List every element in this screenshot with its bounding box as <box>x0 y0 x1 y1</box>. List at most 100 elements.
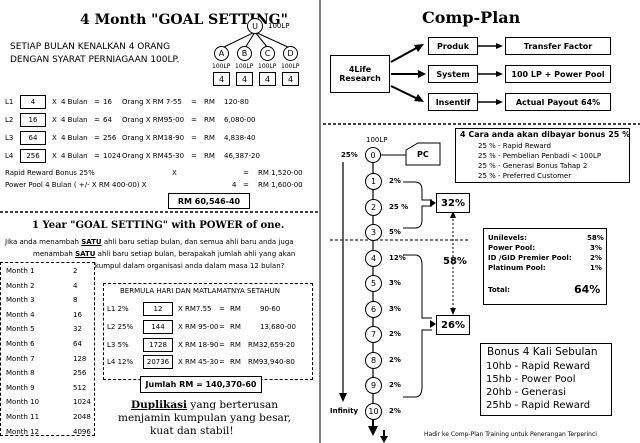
tree-leaf-count: 4 <box>282 72 299 86</box>
bonus-item: 15hb - Power Pool <box>486 374 576 385</box>
tree-node-lp: 100LP <box>235 63 254 70</box>
unilevel-label: Platinum Pool: <box>488 264 546 272</box>
row-rm: RM <box>204 152 215 160</box>
rapid-eq: = <box>243 169 249 177</box>
month-value: 64 <box>73 340 82 348</box>
daily-amount: 13,680-00 <box>260 323 296 331</box>
row-rm: RM <box>204 134 215 142</box>
row-box: 16 <box>20 113 46 127</box>
dup-line-2: menjamin kumpulan yang besar, <box>118 412 291 424</box>
month-label: Month 2 <box>6 281 35 290</box>
unilevel-value: 3% <box>590 244 602 252</box>
box-32: 32% <box>436 193 470 213</box>
para-line-2: menambah SATU ahli baru setiap bulan, be… <box>33 250 296 258</box>
dup-line-1: Duplikasi yang berterusan <box>131 399 278 411</box>
row-amount: 6,080-00 <box>224 116 256 124</box>
month-label: Month 8 <box>6 369 35 378</box>
daily-box: 20736 <box>143 355 173 369</box>
month-value: 2048 <box>73 413 91 421</box>
tree-root-node: U <box>247 18 263 34</box>
row-eq2: = <box>191 134 197 142</box>
month-value: 512 <box>73 383 87 392</box>
research-line-2: Research <box>339 74 381 83</box>
months-panel <box>0 262 95 436</box>
para-line-1: Jika anda menambah SATU ahli baru setiap… <box>5 238 294 246</box>
box-26: 26% <box>436 315 470 335</box>
unilevel-label: Unilevels: <box>488 234 527 242</box>
bonus-panel <box>480 343 612 416</box>
daily-amount: RM32,659-20 <box>248 341 295 349</box>
month-label: Month 7 <box>6 354 35 363</box>
tree-node-lp: 100LP <box>281 63 300 70</box>
daily-eq: = <box>219 341 225 349</box>
row-formula: Orang X RM18-90 <box>122 134 185 142</box>
chain-node-pct: 5% <box>389 228 401 236</box>
daily-label: L1 2% <box>107 305 129 313</box>
dup-line-3: kuat dan stabil! <box>150 425 234 437</box>
daily-total-box: Jumlah RM = 140,370-60 <box>140 376 262 393</box>
pc-label: PC <box>417 150 429 159</box>
row-x: X <box>52 152 57 160</box>
month-label: Month 3 <box>6 296 35 305</box>
month-label: Month 1 <box>6 267 35 275</box>
one-year-title: 1 Year "GOAL SETTING" with POWER of one. <box>32 220 285 231</box>
daily-amount: 90-60 <box>260 305 281 313</box>
bonus-item: 20hb - Generasi <box>486 387 566 398</box>
flow-result-box: 100 LP + Power Pool <box>505 65 611 83</box>
month-value: 1024 <box>73 398 91 407</box>
chain-node-7: 7 <box>365 326 382 343</box>
row-rm: RM <box>204 116 215 124</box>
daily-panel <box>103 283 313 380</box>
flow-result-box: Transfer Factor <box>505 37 611 55</box>
row-box: 64 <box>20 131 46 145</box>
daily-amount: RM93,940-80 <box>248 358 295 366</box>
box-58-label: 58% <box>443 256 467 267</box>
row-formula: Orang X RM 7-55 <box>122 98 182 106</box>
ways-panel <box>455 128 630 183</box>
row-x: X <box>52 98 57 106</box>
chain-node-1: 1 <box>365 173 382 190</box>
month-value: 4096 <box>73 427 91 436</box>
month-value: 32 <box>73 325 82 334</box>
tree-node-b: B <box>237 46 252 61</box>
daily-eq: = <box>219 305 225 313</box>
month-value: 4 <box>73 281 78 290</box>
chain-node-pct: 3% <box>389 304 401 313</box>
month-label: Month 6 <box>6 340 35 348</box>
chain-node-8: 8 <box>365 351 382 369</box>
way-item: 25 % - Rapid Reward <box>478 142 551 150</box>
rapid-amount: RM 1,520-00 <box>258 169 303 177</box>
chain-top-pct: 25% <box>341 151 358 159</box>
row-bulan: 4 Bulan <box>61 152 88 160</box>
tree-node-lp: 100LP <box>212 63 231 70</box>
row-eq: = <box>94 116 100 124</box>
month-label: Month 9 <box>6 383 35 392</box>
month-label: Month 5 <box>6 325 35 334</box>
row-eq2: = <box>191 152 197 160</box>
chain-node-0: 0 <box>365 147 381 163</box>
way-item: 25 % - Preferred Customer <box>478 172 572 180</box>
daily-title: BERMULA HARI DAN MATLAMATNYA SETAHUN <box>120 287 281 295</box>
rapid-reward-label: Rapid Reward Bonus 25% <box>5 169 95 177</box>
month-label: Month 10 <box>6 398 40 407</box>
row-box: 4 <box>20 95 46 109</box>
chain-node-pct: 2% <box>389 177 401 185</box>
unilevel-label: ID /GID Premier Pool: <box>488 254 572 262</box>
power-eq: = <box>243 181 249 189</box>
chain-top-lp: 100LP <box>366 136 388 144</box>
daily-formula: X RM 18-90 <box>178 341 219 349</box>
chain-node-2: 2 <box>365 198 382 216</box>
daily-rm: RM <box>230 341 241 349</box>
daily-rm: RM <box>230 305 241 313</box>
chain-node-10: 10 <box>365 402 382 420</box>
row-people: 16 <box>103 98 112 106</box>
unilevel-value: 1% <box>590 264 602 272</box>
daily-box: 12 <box>143 302 173 316</box>
chain-node-pct: 2% <box>389 355 401 364</box>
daily-label: L3 5% <box>107 341 129 349</box>
row-people: 64 <box>103 116 112 124</box>
daily-rm: RM <box>230 323 241 331</box>
chain-node-pct: 3% <box>389 279 401 287</box>
infinity-label: Infinity <box>330 407 359 415</box>
unilevel-total-label: Total: <box>488 286 510 294</box>
